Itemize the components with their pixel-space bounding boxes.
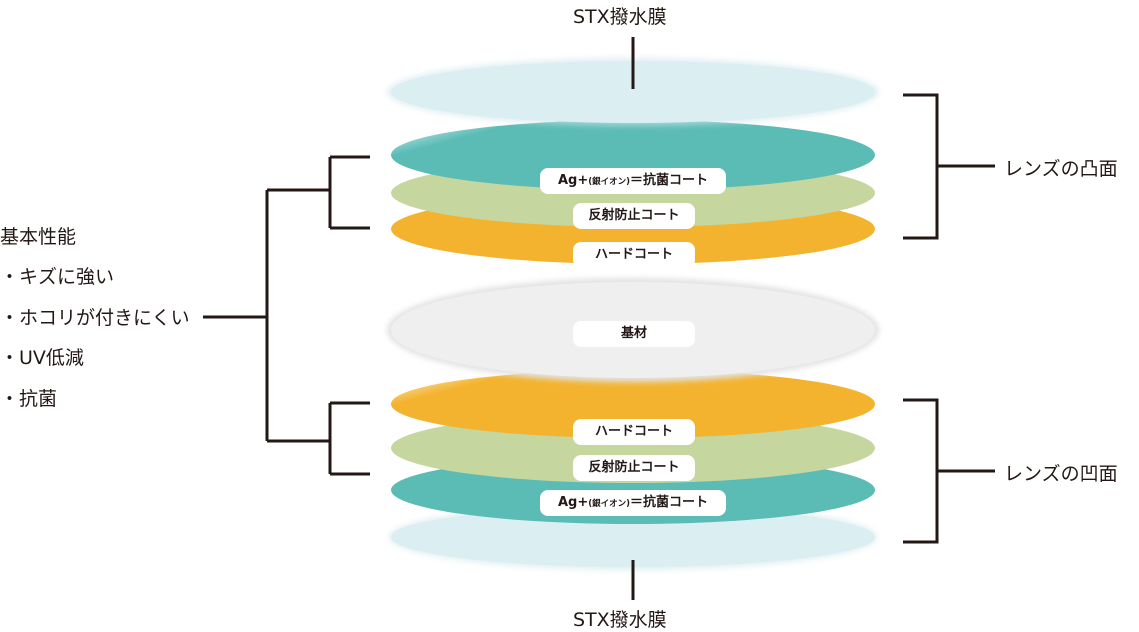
top-hard-coat-pill: ハードコート xyxy=(573,242,695,268)
antibacterial-coat-text: ＝抗菌コート xyxy=(630,173,709,188)
silver-ion-note: (銀イオン) xyxy=(588,499,631,509)
convex-surface-label: レンズの凸面 xyxy=(1004,158,1118,180)
performance-item: ・UV低減 xyxy=(0,347,84,369)
ag-ion-text: Ag+ xyxy=(557,173,589,188)
bottom-antibacterial-pill: Ag+(銀イオン)＝抗菌コート xyxy=(540,490,726,516)
bottom-stx-layer-face xyxy=(391,507,875,567)
concave-bracket xyxy=(903,398,995,544)
ag-ion-text: Ag+ xyxy=(557,495,589,510)
performance-item: ・キズに強い xyxy=(0,266,115,288)
concave-surface-label: レンズの凹面 xyxy=(1004,463,1118,485)
antibacterial-coat-text: ＝抗菌コート xyxy=(630,495,709,510)
convex-bracket xyxy=(903,93,995,240)
top-antibacterial-shine xyxy=(391,120,875,190)
top-anti-reflection-pill: 反射防止コート xyxy=(573,203,695,229)
substrate-pill: 基材 xyxy=(573,321,695,347)
bottom-hard-coat-pill: ハードコート xyxy=(573,419,695,445)
top-stx-layer xyxy=(391,61,875,123)
basic-performance-heading: 基本性能 xyxy=(0,226,77,248)
bottom-anti-reflection-pill: 反射防止コート xyxy=(573,455,695,481)
performance-item: ・抗菌 xyxy=(0,388,58,410)
top-antibacterial-pill: Ag+(銀イオン)＝抗菌コート xyxy=(540,168,726,194)
top-stx-label: STX撥水膜 xyxy=(573,6,667,28)
bottom-hard-coat-shine xyxy=(391,370,875,438)
performance-item: ・ホコリが付きにくい xyxy=(0,307,190,329)
left-tree-lines xyxy=(203,155,370,476)
bottom-stx-label: STX撥水膜 xyxy=(573,609,667,631)
silver-ion-note: (銀イオン) xyxy=(588,177,631,187)
